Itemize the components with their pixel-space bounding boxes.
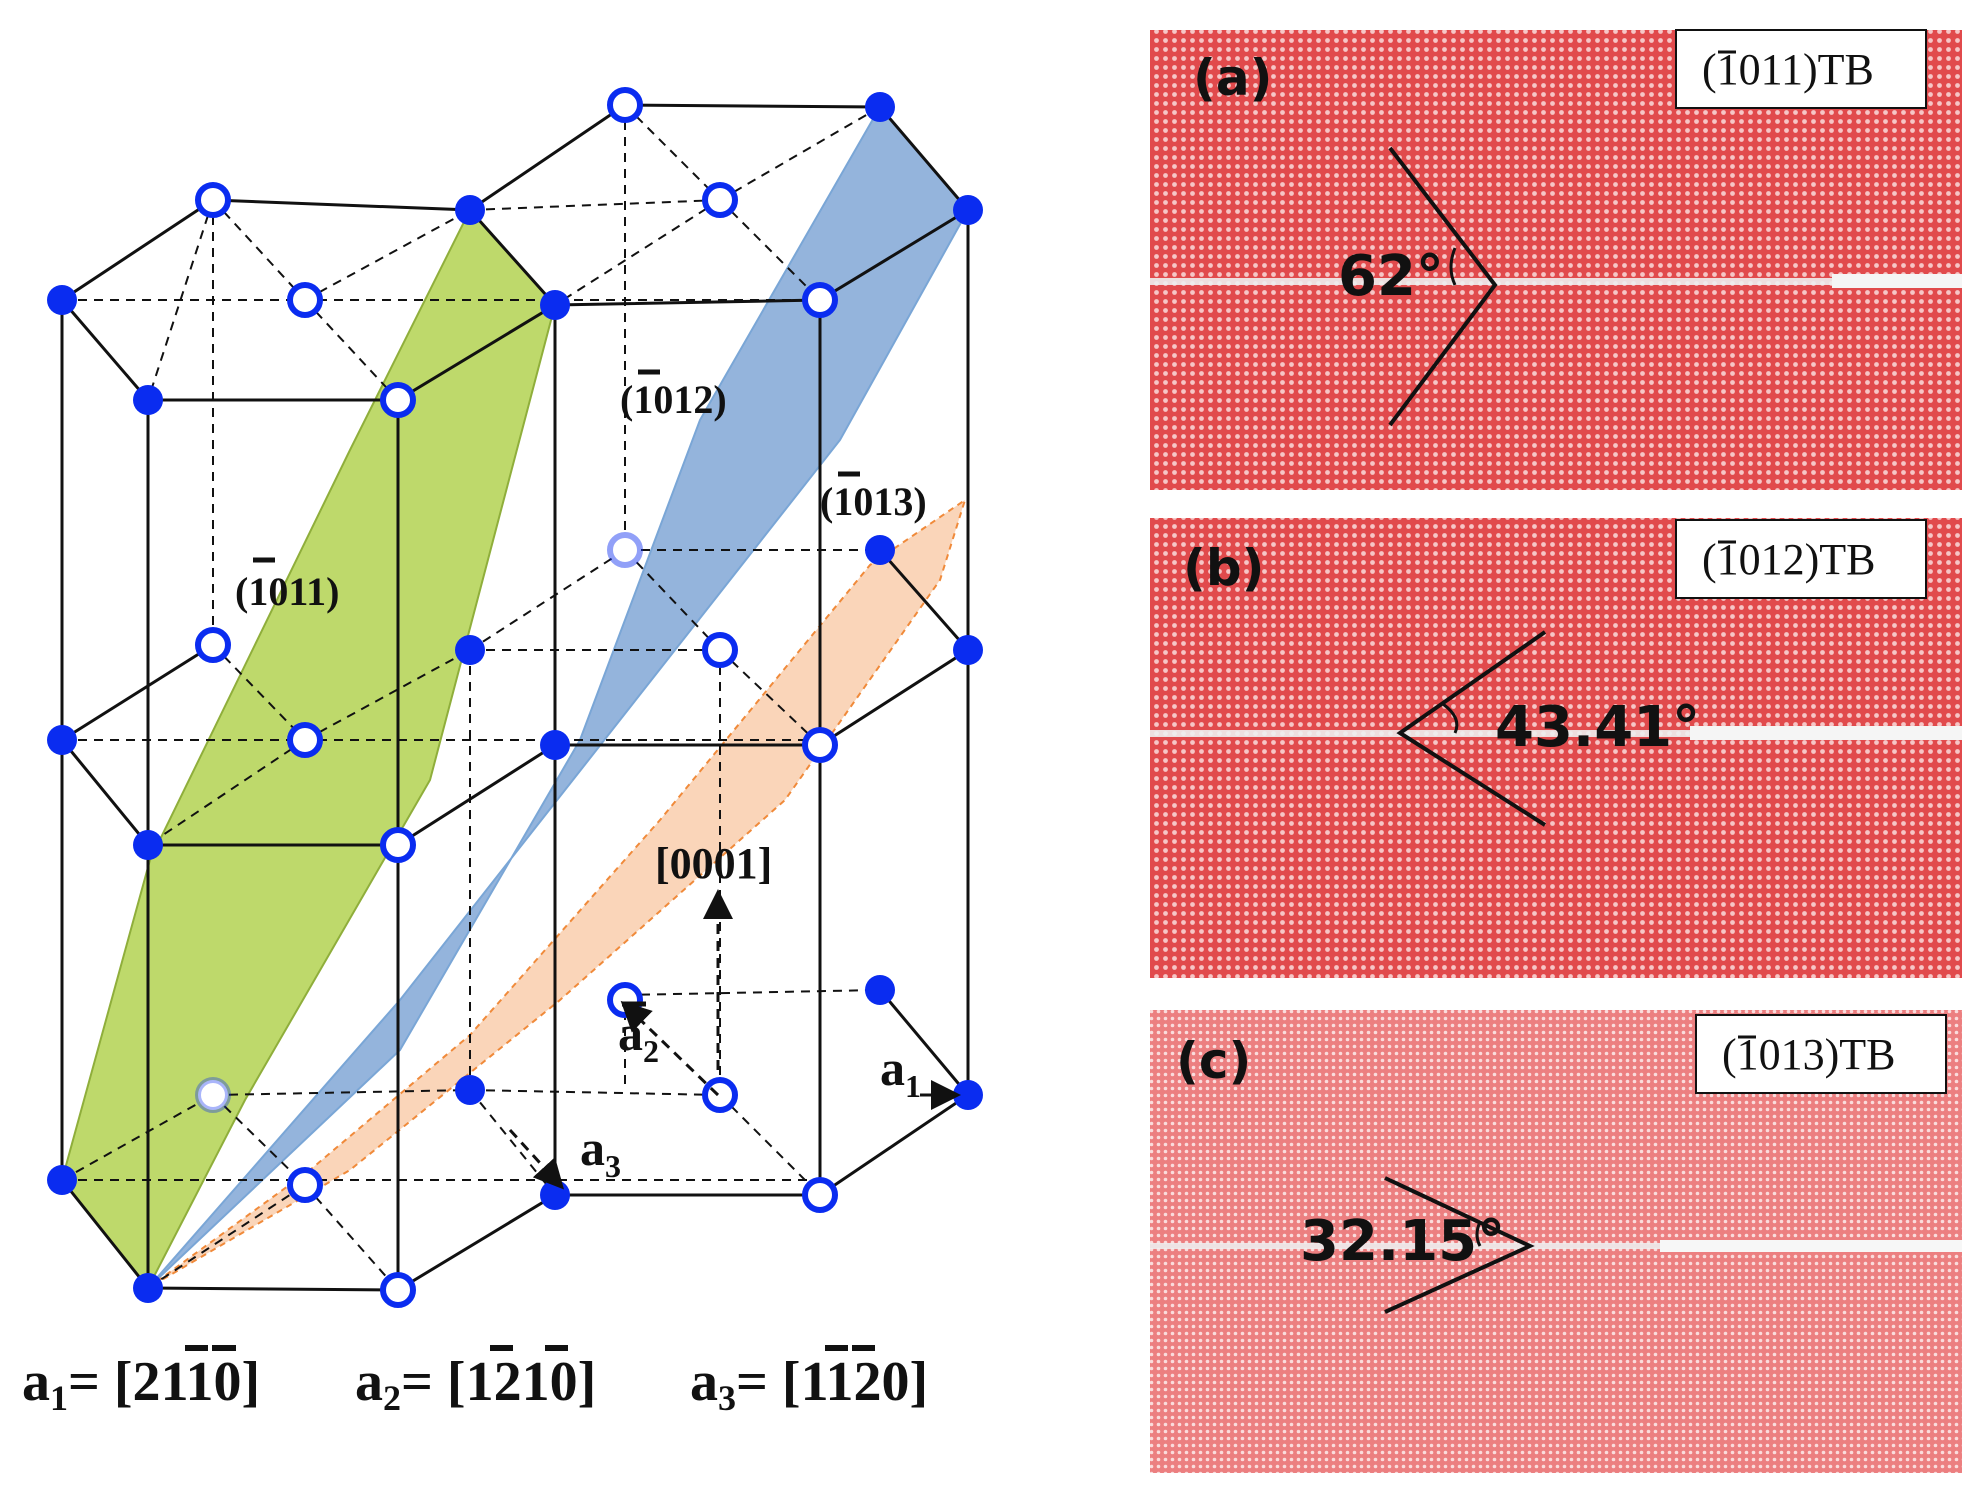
panel-a-angle-arc (1449, 247, 1457, 286)
panel-a-angle-lines (1388, 146, 1498, 427)
atom-open (195, 182, 231, 218)
panel-b-twin-boundary (1150, 730, 1962, 737)
panel-b-label: (b) (1183, 539, 1265, 597)
panel-b-angle-lines (1396, 630, 1547, 827)
axis-arrows (508, 889, 961, 1190)
atom-open (702, 632, 738, 668)
panel-b-angle: 43.41° (1495, 695, 1700, 760)
svg-text:(1013): (1013) (820, 479, 927, 524)
atom-open (287, 282, 323, 318)
def-a1: a1= [2110] (22, 1351, 260, 1418)
hcp-crystal-diagram: (1011) (1012) (1013) [0001] a2 a1 a3 a1=… (22, 87, 983, 1418)
panel-c-twin-boundary (1150, 1243, 1962, 1249)
atom-filled (47, 725, 77, 755)
panel-a-twin-boundary (1150, 278, 1962, 285)
panel-c-tb-label: (1013)TB (1722, 1030, 1896, 1079)
atom-open (380, 1272, 416, 1308)
panel-c-tb-box (1695, 1014, 1947, 1094)
def-a3: a3= [1120] (690, 1351, 928, 1418)
atom-filled (953, 635, 983, 665)
atoms-open (195, 87, 838, 1308)
panel-a-tb-box (1675, 29, 1927, 109)
atom-filled (133, 1273, 163, 1303)
a2-axis-arrow (620, 1000, 720, 1097)
panel-c-angle: 32.15° (1300, 1209, 1505, 1274)
atom-filled (953, 195, 983, 225)
panel-a: (a) (1011)TB 62° (1150, 29, 1962, 490)
panel-b-tb-box (1675, 519, 1927, 599)
axis-definitions: a1= [2110] a2= [1210] a3= [1120] (22, 1345, 928, 1418)
panel-c-angle-lines (1384, 1176, 1535, 1314)
panel-a-angle: 62° (1338, 244, 1444, 309)
panel-b-angle-arc (1442, 702, 1459, 734)
atom-open (287, 1167, 323, 1203)
plane-1013-shade (147, 497, 967, 1289)
atom-filled (540, 1180, 570, 1210)
c-axis-label: [0001] (655, 839, 772, 888)
panel-a-boundary-end (1832, 274, 1962, 288)
atom-open (380, 382, 416, 418)
atom-open-faint (195, 1077, 231, 1113)
def-a2: a2= [1210] (355, 1351, 596, 1418)
svg-text:(1012): (1012) (620, 377, 727, 422)
plane-label-1013: (1013) (820, 471, 927, 524)
atom-filled (540, 290, 570, 320)
atom-filled (540, 730, 570, 760)
plane-label-1011: (1011) (235, 557, 339, 614)
atom-open (287, 722, 323, 758)
a2-axis-label: a2 (618, 1005, 659, 1069)
atom-open (702, 182, 738, 218)
atom-open (802, 727, 838, 763)
a3-axis-label: a3 (580, 1120, 621, 1184)
atom-open-faint (607, 532, 643, 568)
atom-filled (953, 1080, 983, 1110)
panel-b: (b) (1012)TB 43.41° (1150, 518, 1962, 978)
atom-filled (47, 285, 77, 315)
atom-filled (455, 195, 485, 225)
panel-b-boundary-end (1690, 726, 1962, 740)
prism-hidden-edges (61, 104, 881, 1291)
panel-c-label: (c) (1176, 1032, 1251, 1090)
a3-axis-arrow (508, 1128, 565, 1190)
atom-open (607, 87, 643, 123)
plane-label-1012: (1012) (620, 369, 727, 422)
atom-filled (47, 1165, 77, 1195)
a1-axis-label: a1 (880, 1040, 921, 1104)
atom-filled (455, 1075, 485, 1105)
atom-open (195, 627, 231, 663)
atom-filled (133, 830, 163, 860)
atom-open (802, 282, 838, 318)
panel-c: (c) (1013)TB 32.15° (1150, 1010, 1962, 1473)
atom-filled (865, 92, 895, 122)
panel-a-label: (a) (1193, 49, 1272, 107)
svg-text:(1011): (1011) (235, 569, 339, 614)
atom-open (802, 1177, 838, 1213)
panel-c-angle-arc (1475, 1221, 1482, 1247)
atom-filled (865, 535, 895, 565)
atom-filled (865, 975, 895, 1005)
atom-open (702, 1077, 738, 1113)
atom-filled (455, 635, 485, 665)
panel-c-boundary-end (1660, 1240, 1962, 1252)
panel-a-tb-label: (1011)TB (1702, 45, 1874, 94)
atom-filled (133, 385, 163, 415)
atom-open (380, 827, 416, 863)
